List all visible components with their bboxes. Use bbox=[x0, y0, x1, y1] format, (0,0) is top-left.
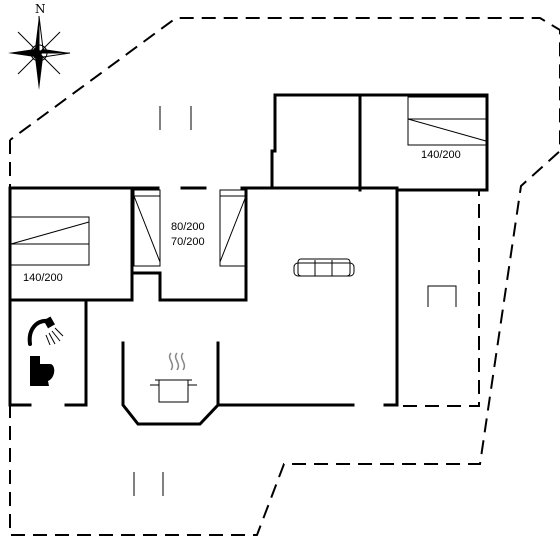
bed-size-label: 140/200 bbox=[421, 149, 461, 161]
bed-size-label: 80/200 bbox=[171, 221, 205, 233]
kitchen-bay-walls bbox=[121, 341, 220, 426]
cooking-pot-icon bbox=[150, 352, 197, 403]
bed-size-label: 140/200 bbox=[23, 272, 63, 284]
plot-boundary bbox=[9, 17, 560, 536]
terrace-marker-top bbox=[159, 106, 192, 130]
interior-walls bbox=[9, 93, 399, 407]
annex-outline bbox=[400, 189, 480, 407]
shower-icon bbox=[27, 316, 64, 346]
bed-size-label: 70/200 bbox=[171, 236, 205, 248]
chair-icon bbox=[427, 285, 457, 307]
double-bed-icon bbox=[407, 96, 487, 146]
double-bed-icon bbox=[10, 216, 90, 266]
exterior-walls bbox=[8, 93, 489, 407]
single-bed-icon bbox=[219, 189, 247, 267]
compass-rose-icon bbox=[8, 15, 71, 90]
sofa-icon bbox=[293, 258, 355, 277]
compass-north-letter: N bbox=[35, 2, 46, 16]
terrace-marker-bottom bbox=[133, 472, 164, 496]
single-bed-icon bbox=[133, 189, 161, 267]
toilet-icon bbox=[30, 356, 55, 386]
